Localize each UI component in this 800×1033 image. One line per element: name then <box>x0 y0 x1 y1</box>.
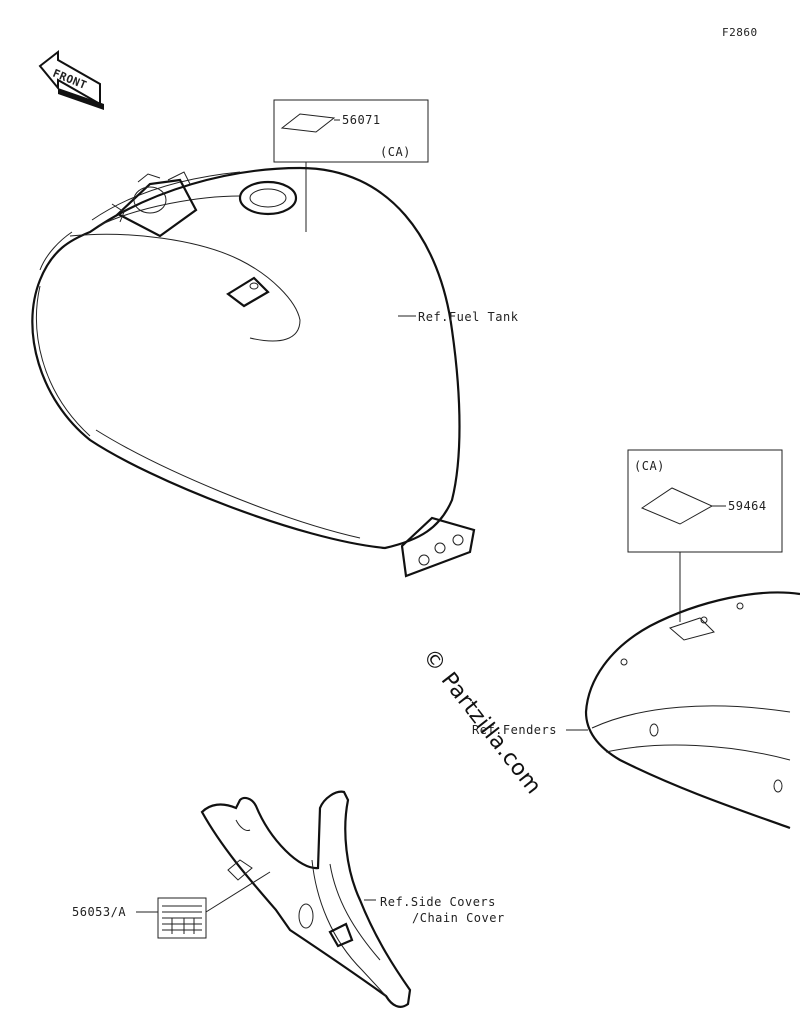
side-label-sticker-icon <box>157 897 207 939</box>
ref-fenders: Ref.Fenders <box>472 723 557 737</box>
side-label-part-number: 56053/A <box>72 905 126 919</box>
fender-label-part-number: 59464 <box>728 499 767 513</box>
ref-fuel-tank: Ref.Fuel Tank <box>418 310 519 324</box>
watermark: © Partzilla.com <box>417 644 546 799</box>
rear-fender-illustration: Ref.Fenders <box>472 591 800 830</box>
fender-label-note: (CA) <box>634 459 665 473</box>
side-cover-illustration: Ref.Side Covers /Chain Cover <box>200 790 505 1008</box>
fender-label-callout: (CA) 59464 <box>627 449 783 622</box>
tank-label-note: (CA) <box>380 145 411 159</box>
tank-label-callout: 56071 (CA) <box>273 99 429 232</box>
tank-label-part-number: 56071 <box>342 113 381 127</box>
tank-label-sticker-icon <box>280 113 336 133</box>
fuel-tank-illustration: Ref.Fuel Tank <box>31 166 519 578</box>
ref-side-covers: Ref.Side Covers <box>380 895 496 909</box>
ref-chain-cover: /Chain Cover <box>412 911 505 925</box>
figure-code: F2860 <box>722 26 758 39</box>
fender-label-sticker-icon <box>640 487 714 525</box>
side-label-callout: 56053/A <box>72 871 271 939</box>
front-arrow-icon: FRONT <box>38 49 104 110</box>
